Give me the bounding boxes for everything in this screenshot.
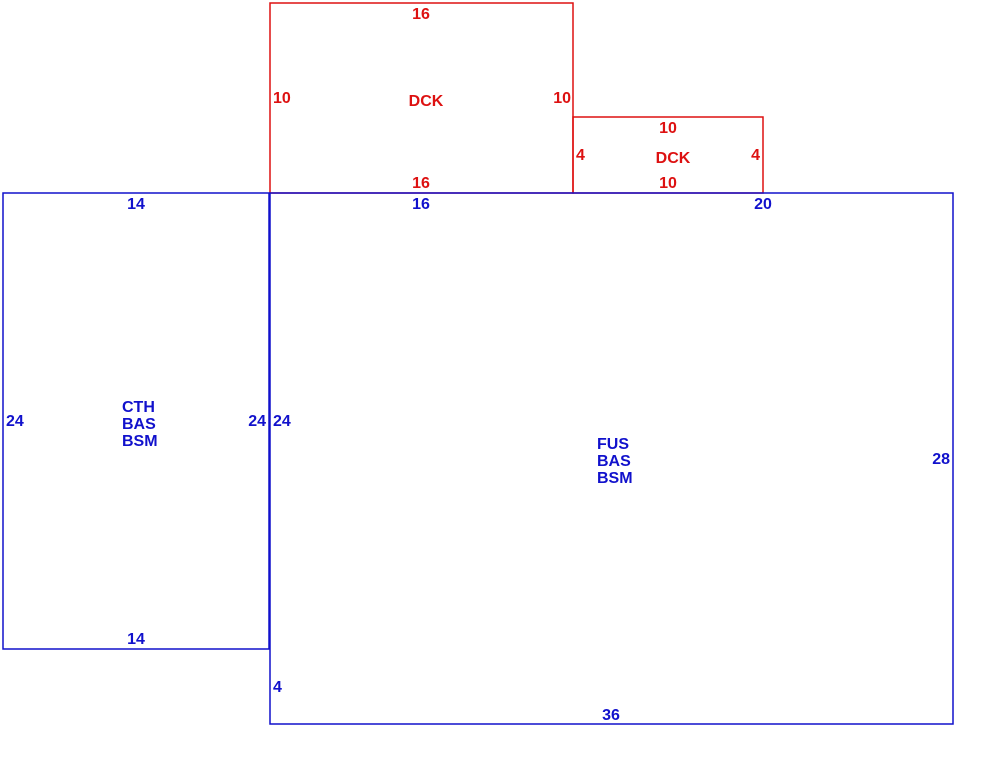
- main-dim-right: 28: [932, 451, 950, 468]
- left-wing-dim-left: 24: [6, 413, 24, 430]
- left-wing-dim-top: 14: [127, 196, 145, 213]
- deck-large-dim-top: 16: [412, 6, 430, 23]
- deck-small-dim-right: 4: [751, 147, 760, 164]
- main-dim-top-right: 20: [754, 196, 772, 213]
- main-dim-bottom: 36: [602, 707, 620, 724]
- deck-large-dim-right: 10: [553, 90, 571, 107]
- deck-small-dim-top: 10: [659, 120, 677, 137]
- left-wing-code-2: BAS: [122, 416, 156, 433]
- left-wing-code-3: BSM: [122, 433, 158, 450]
- main-code-3: BSM: [597, 470, 633, 487]
- main-dim-left-upper: 24: [273, 413, 291, 430]
- main-code-2: BAS: [597, 453, 631, 470]
- deck-large-dim-left: 10: [273, 90, 291, 107]
- main-building-outline: [269, 192, 954, 725]
- main-dim-top-left: 16: [412, 196, 430, 213]
- left-wing-dim-right: 24: [248, 413, 266, 430]
- main-dim-left-lower: 4: [273, 679, 282, 696]
- left-wing-code-1: CTH: [122, 399, 155, 416]
- left-wing-dim-bottom: 14: [127, 631, 145, 648]
- deck-small-label: DCK: [656, 150, 691, 167]
- main-code-1: FUS: [597, 436, 629, 453]
- deck-large-dim-bottom: 16: [412, 175, 430, 192]
- deck-small-dim-left: 4: [576, 147, 585, 164]
- deck-large-label: DCK: [409, 93, 444, 110]
- left-wing-outline: [2, 192, 270, 650]
- deck-small-dim-bottom: 10: [659, 175, 677, 192]
